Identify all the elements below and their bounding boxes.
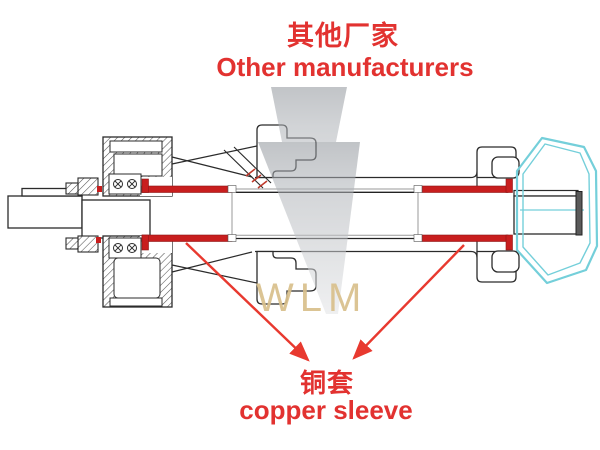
lube-channel — [223, 146, 272, 189]
label-other-manufacturers-zh: 其他厂家 — [287, 21, 399, 51]
shaft-right-end — [513, 189, 584, 236]
label-copper-sleeve-en: copper sleeve — [239, 395, 413, 425]
label-other-manufacturers-en: Other manufacturers — [216, 52, 474, 82]
arrow-left-sleeve — [185, 242, 310, 362]
right-flange — [476, 146, 520, 283]
label-copper-sleeve-zh: 铜套 — [299, 368, 354, 398]
watermark-logo-text: WLM — [256, 276, 368, 320]
copper-sleeve-left — [141, 178, 237, 251]
copper-sleeve-right — [413, 178, 513, 251]
arrow-right-sleeve — [352, 244, 465, 360]
annotation-arrows — [185, 242, 465, 362]
watermark-v-icon — [258, 87, 360, 314]
stuffing-box-gland — [65, 177, 102, 253]
hub-outline-cyan — [515, 136, 599, 285]
bearing-housing — [102, 136, 173, 308]
bearing-symbols — [113, 179, 137, 253]
